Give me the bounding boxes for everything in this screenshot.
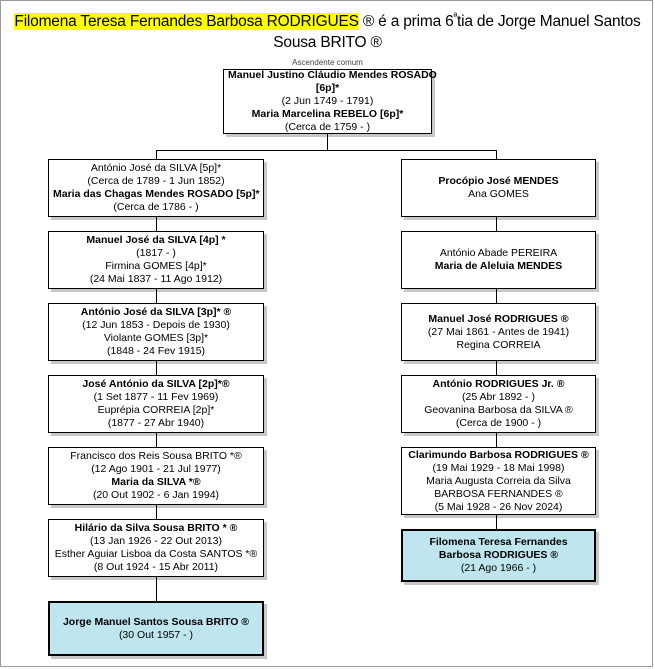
- target-dates: (21 Ago 1966 - ): [460, 562, 537, 574]
- person-name: Clarimundo Barbosa RODRIGUES ®: [408, 448, 589, 461]
- connector-root-split: [156, 150, 496, 151]
- spouse-name: Euprépia CORREIA [2p]*: [97, 404, 215, 416]
- spouse-dates: (Cerca de 1786 - ): [113, 201, 199, 213]
- connector-left-6-target: [156, 577, 157, 601]
- person-dates: (27 Mai 1861 - Antes de 1941): [427, 325, 570, 338]
- node-right-1[interactable]: Procópio José MENDES Ana GOMES: [401, 159, 596, 217]
- common-ancestor-label: Ascendente comum: [292, 58, 363, 67]
- connector-left-5-6: [156, 505, 157, 519]
- title-highlighted-name: Filomena Teresa Fernandes Barbosa RODRIG…: [14, 13, 359, 31]
- page-title: Filomena Teresa Fernandes Barbosa RODRIG…: [1, 7, 654, 53]
- person-name: José António da SILVA [2p]*®: [82, 378, 230, 390]
- node-right-4[interactable]: António RODRIGUES Jr. ® (25 Abr 1892 - )…: [401, 375, 596, 433]
- person-name: António José da SILVA [3p]* ®: [80, 306, 232, 318]
- person-dates: (12 Jun 1853 - Depois de 1930): [82, 319, 230, 331]
- title-relation-suffix: tia de Jorge Manuel Santos Sousa BRITO ®: [273, 13, 641, 52]
- title-ordinal-superscript: ª: [453, 12, 458, 23]
- root-name-suffix: [6p]*: [315, 82, 340, 94]
- node-right-target-person[interactable]: Filomena Teresa Fernandes Barbosa RODRIG…: [401, 529, 596, 582]
- connector-left-3-4: [156, 361, 157, 375]
- connector-right-5-target: [496, 515, 497, 529]
- spouse-name: Maria Augusta Correia da Silva BARBOSA F…: [426, 474, 571, 500]
- connector-left-1-2: [156, 217, 157, 231]
- node-left-4[interactable]: José António da SILVA [2p]*® (1 Set 1877…: [48, 375, 264, 433]
- root-name: Manuel Justino Cláudio Mendes ROSADO: [228, 69, 437, 81]
- person-dates: (1 Set 1877 - 11 Fev 1969): [93, 391, 219, 403]
- node-left-target-person[interactable]: Jorge Manuel Santos Sousa BRITO ® (30 Ou…: [48, 601, 264, 656]
- node-right-2[interactable]: António Abade PEREIRA Maria de Aleluia M…: [401, 231, 596, 289]
- node-left-5[interactable]: Francisco dos Reis Sousa BRITO *® (12 Ag…: [48, 447, 264, 505]
- person-dates: (Cerca de 1789 - 1 Jun 1852): [87, 175, 225, 187]
- person-name: Manuel José da SILVA [4p] *: [86, 234, 226, 246]
- target-name: Jorge Manuel Santos Sousa BRITO ®: [62, 615, 250, 628]
- node-left-6[interactable]: Hilário da Silva Sousa BRITO * ® (13 Jan…: [48, 519, 264, 577]
- person-dates: (19 Mai 1929 - 18 Mai 1998): [432, 461, 565, 474]
- node-right-3[interactable]: Manuel José RODRIGUES ® (27 Mai 1861 - A…: [401, 303, 596, 361]
- target-dates: (30 Out 1957 - ): [118, 628, 194, 641]
- spouse-name: Firmina GOMES [4p]*: [105, 260, 207, 272]
- root-dates: (2 Jun 1749 - 1791): [281, 95, 374, 107]
- spouse-dates: (1877 - 27 Abr 1940): [107, 417, 205, 429]
- root-spouse: Maria Marcelina REBELO [6p]*: [251, 108, 404, 120]
- spouse-name: Ana GOMES: [468, 188, 529, 200]
- spouse-name: Violante GOMES [3p]*: [103, 332, 209, 344]
- person-name: António Abade PEREIRA: [439, 247, 558, 259]
- spouse-dates: (20 Out 1902 - 6 Jan 1994): [92, 489, 220, 501]
- connector-right-4-5: [496, 433, 497, 447]
- spouse-name: Regina CORREIA: [456, 338, 541, 351]
- person-dates: (1817 - ): [136, 247, 176, 259]
- person-dates: (12 Ago 1901 - 21 Jul 1977): [91, 463, 221, 475]
- person-name: Hilário da Silva Sousa BRITO * ®: [74, 522, 238, 534]
- connector-right-3-4: [496, 361, 497, 375]
- connector-left-down: [156, 150, 157, 159]
- connector-left-2-3: [156, 289, 157, 303]
- target-name: Filomena Teresa Fernandes Barbosa RODRIG…: [429, 536, 568, 561]
- person-name: António José da SILVA [5p]*: [90, 162, 222, 174]
- person-name: Manuel José RODRIGUES ®: [428, 312, 569, 325]
- spouse-name: Geovanina Barbosa da SILVA ®: [424, 404, 573, 416]
- spouse-name: Maria de Aleluia MENDES: [434, 260, 563, 272]
- spouse-dates: (1848 - 24 Fev 1915): [106, 345, 206, 357]
- spouse-dates: (24 Mai 1837 - 11 Ago 1912): [89, 273, 223, 285]
- connector-right-down: [496, 150, 497, 159]
- person-name: Procópio José MENDES: [438, 175, 559, 187]
- node-left-3[interactable]: António José da SILVA [3p]* ® (12 Jun 18…: [48, 303, 264, 361]
- node-right-5[interactable]: Clarimundo Barbosa RODRIGUES ® (19 Mai 1…: [401, 447, 596, 515]
- connector-root-down: [327, 134, 328, 151]
- spouse-name: Esther Aguiar Lisboa da Costa SANTOS *®: [54, 548, 258, 560]
- person-name: António RODRIGUES Jr. ®: [432, 378, 565, 390]
- person-dates: (13 Jan 1926 - 22 Out 2013): [90, 535, 222, 547]
- connector-left-4-5: [156, 433, 157, 447]
- node-common-ancestor[interactable]: Manuel Justino Cláudio Mendes ROSADO [6p…: [223, 69, 437, 134]
- root-spouse-dates: (Cerca de 1759 - ): [284, 121, 371, 133]
- spouse-name: Maria da SILVA *®: [111, 476, 201, 488]
- title-relation-prefix: ® é a prima 6: [358, 13, 454, 31]
- connector-right-1-2: [496, 217, 497, 231]
- spouse-dates: (8 Out 1924 - 15 Abr 2011): [93, 561, 219, 573]
- person-dates: (25 Abr 1892 - ): [462, 391, 535, 403]
- spouse-name: Maria das Chagas Mendes ROSADO [5p]*: [53, 188, 260, 200]
- connector-right-2-3: [496, 289, 497, 303]
- spouse-dates: (Cerca de 1900 - ): [455, 417, 542, 429]
- person-name: Francisco dos Reis Sousa BRITO *®: [70, 450, 242, 462]
- spouse-dates: (5 Mai 1928 - 26 Nov 2024): [434, 500, 563, 513]
- node-left-1[interactable]: António José da SILVA [5p]* (Cerca de 17…: [48, 159, 264, 217]
- node-left-2[interactable]: Manuel José da SILVA [4p] * (1817 - ) Fi…: [48, 231, 264, 289]
